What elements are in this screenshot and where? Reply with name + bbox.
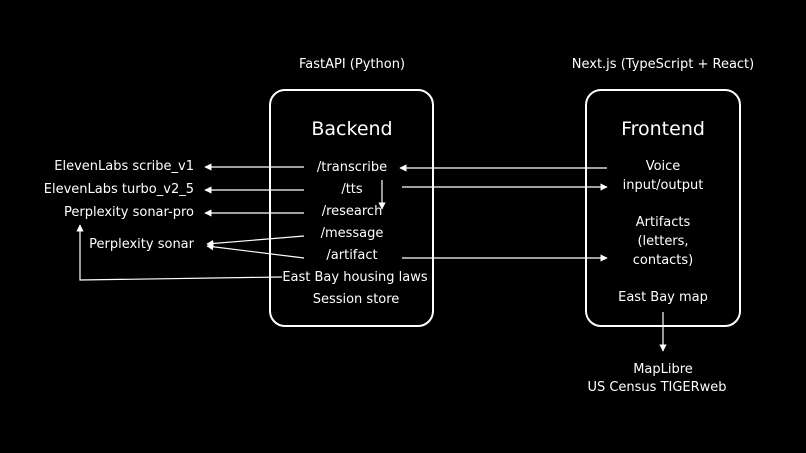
route-research: /research xyxy=(321,204,383,219)
artifacts-label: Artifacts xyxy=(635,215,691,230)
arrow-message-to-sonar xyxy=(206,235,305,248)
frontend-box xyxy=(585,89,741,327)
elevenlabs-turbo: ElevenLabs turbo_v2_5 xyxy=(43,182,194,197)
arrow-artifact-to-sonar xyxy=(206,243,305,259)
frontend-caption: Next.js (TypeScript + React) xyxy=(571,57,755,72)
artifacts-letters-label: (letters, xyxy=(637,234,689,249)
backend-title: Backend xyxy=(311,118,393,140)
route-artifact: /artifact xyxy=(326,248,378,263)
route-transcribe: /transcribe xyxy=(316,160,388,175)
route-message: /message xyxy=(320,226,384,241)
frontend-title: Frontend xyxy=(621,118,705,140)
voice-label: Voice xyxy=(645,159,681,174)
session-store: Session store xyxy=(312,292,400,307)
artifacts-contacts-label: contacts) xyxy=(632,253,694,268)
backend-caption: FastAPI (Python) xyxy=(298,57,406,72)
census-tigerweb-label: US Census TIGERweb xyxy=(587,380,727,395)
voice-io-label: input/output xyxy=(622,178,704,193)
east-bay-map: East Bay map xyxy=(618,290,708,305)
housing-laws: East Bay housing laws xyxy=(282,270,428,285)
perplexity-sonar-pro: Perplexity sonar-pro xyxy=(64,205,194,220)
elevenlabs-scribe: ElevenLabs scribe_v1 xyxy=(54,159,194,174)
arrow-laws-to-sonar-pro xyxy=(76,224,283,281)
backend-box xyxy=(269,89,434,327)
perplexity-sonar: Perplexity sonar xyxy=(89,237,194,252)
maplibre-label: MapLibre xyxy=(633,362,693,377)
route-tts: /tts xyxy=(341,182,363,197)
